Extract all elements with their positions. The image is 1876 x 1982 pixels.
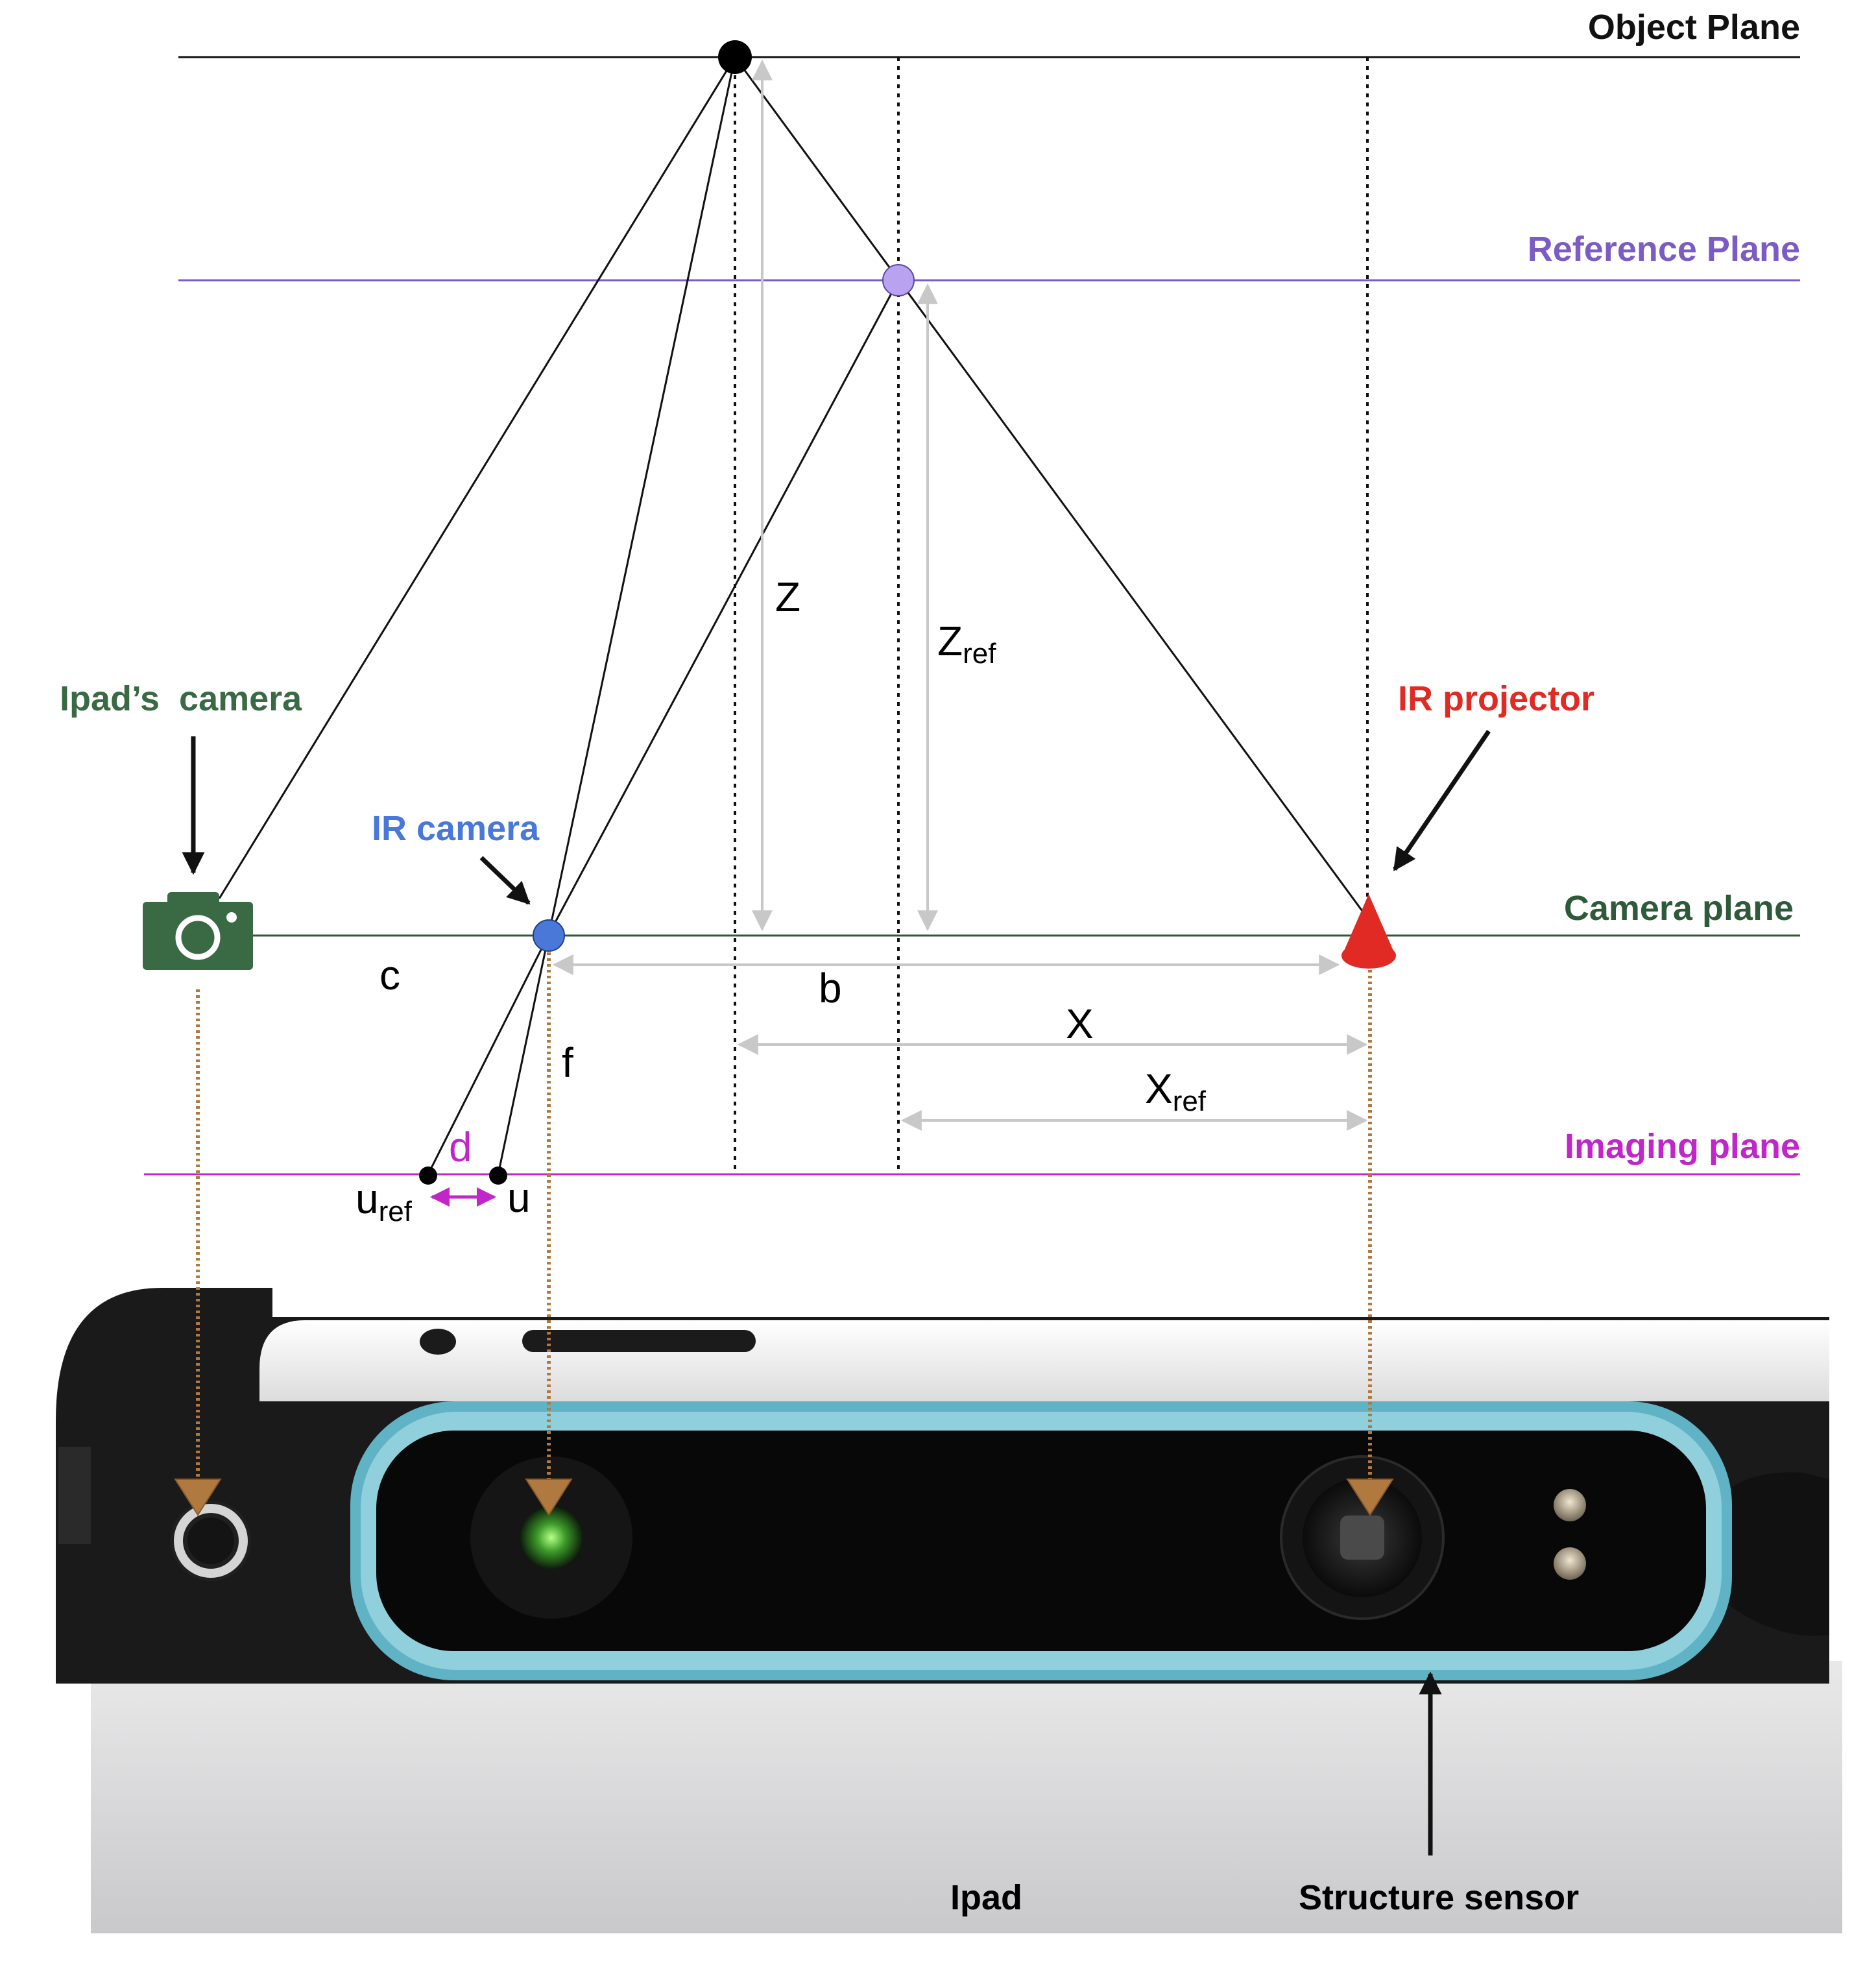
uref-label: uref <box>355 1176 413 1227</box>
ipad-camera-ring <box>174 1504 248 1578</box>
ir-projector-icon <box>1341 894 1396 969</box>
ipad-device-illustration <box>56 1288 1842 1933</box>
structure-sensor-label: Structure sensor <box>1299 1878 1579 1917</box>
ray-ir-camera-to-u <box>497 934 550 1175</box>
ir-projector-aperture <box>1340 1516 1384 1560</box>
camera-plane-label: Camera plane <box>1564 889 1794 928</box>
ray-object-to-ir-camera <box>547 56 736 935</box>
u-point <box>489 1166 507 1185</box>
camera-icon <box>143 892 253 970</box>
ipad-camera-label: Ipad’s camera <box>60 679 302 718</box>
object-point <box>718 40 752 74</box>
ipad-edge-strip <box>259 1320 1829 1401</box>
u-label: u <box>507 1174 531 1221</box>
ipad-camera-glass <box>187 1517 234 1564</box>
ray-object-to-projector <box>734 56 1369 919</box>
xref-main: X <box>1145 1065 1173 1112</box>
ir-camera-pointer-arrow <box>479 856 531 905</box>
ipad-body <box>91 1661 1842 1933</box>
ipad-side-hole <box>420 1329 456 1355</box>
ipad-side-tab <box>58 1447 91 1544</box>
object-plane-label: Object Plane <box>1588 8 1800 47</box>
projector-mapping-arrowhead <box>1346 1479 1394 1516</box>
f-label: f <box>562 1039 573 1086</box>
ir-projector-pointer-arrow <box>1393 730 1491 871</box>
reference-plane-label: Reference Plane <box>1528 230 1800 269</box>
sensor-clip <box>1726 1472 1829 1636</box>
ray-ir-camera-to-uref <box>427 934 550 1175</box>
xref-subscript: ref <box>1173 1085 1207 1117</box>
ipad-camera-mapping-arrowhead <box>174 1479 222 1516</box>
ir-camera-label: IR camera <box>372 809 540 848</box>
zref-main: Z <box>937 618 963 664</box>
ir-projector-label: IR projector <box>1398 679 1594 718</box>
sensor-led-bottom <box>1554 1547 1586 1580</box>
b-label: b <box>819 965 842 1011</box>
xref-label: Xref <box>1145 1065 1207 1117</box>
ir-camera-point <box>533 919 565 952</box>
ray-reference-to-ir-camera <box>547 280 900 935</box>
reference-point <box>882 264 915 296</box>
ipad-label: Ipad <box>950 1878 1022 1917</box>
zref-label: Zref <box>937 618 996 670</box>
x-label: X <box>1066 1000 1094 1047</box>
sensor-led-top <box>1554 1489 1586 1521</box>
zref-subscript: ref <box>963 638 996 670</box>
uref-subscript: ref <box>379 1196 413 1227</box>
ray-object-to-ipad-camera <box>218 56 736 899</box>
d-label: d <box>449 1124 472 1170</box>
uref-main: u <box>355 1176 379 1222</box>
ir-camera-lens <box>520 1506 583 1569</box>
z-label: Z <box>775 574 800 620</box>
ir-camera-mapping-arrowhead <box>525 1479 573 1516</box>
imaging-plane-label: Imaging plane <box>1565 1127 1800 1166</box>
ipad-speaker-slot <box>522 1330 756 1352</box>
uref-point <box>419 1166 437 1185</box>
c-label: c <box>379 952 400 998</box>
